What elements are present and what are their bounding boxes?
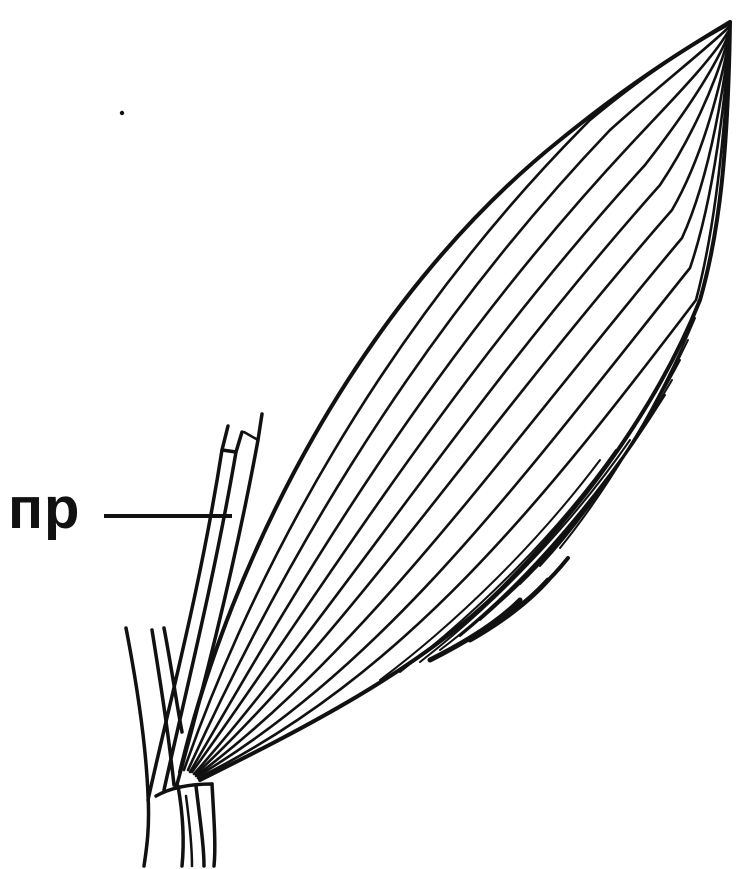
- label-pr: пр: [8, 480, 80, 538]
- leaf-blade: [180, 22, 730, 780]
- stray-dot: [120, 111, 124, 115]
- stem: [126, 628, 215, 866]
- sheath-strand: [148, 414, 262, 800]
